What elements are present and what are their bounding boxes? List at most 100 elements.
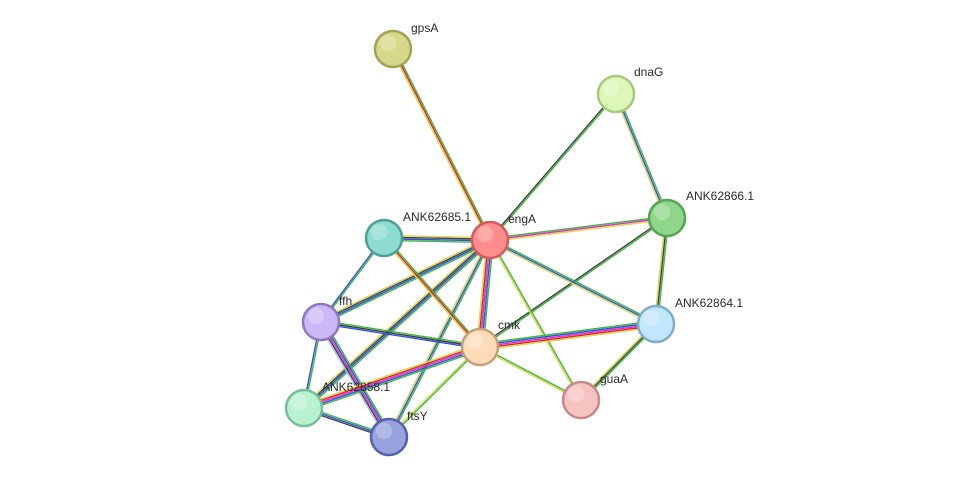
edge-line	[488, 93, 616, 240]
edge-line	[320, 321, 390, 438]
node-highlight	[476, 225, 494, 243]
edge-cmk-ANK62858.1	[302, 343, 482, 412]
edge-line	[616, 93, 670, 218]
edge-line	[480, 326, 657, 351]
edge-line	[321, 241, 492, 325]
edge-line	[488, 240, 656, 327]
edge-dnaG-ANK62866.1	[613, 93, 670, 219]
node-circle[interactable]	[636, 304, 676, 344]
node-highlight	[379, 34, 397, 52]
edge-line	[383, 237, 481, 348]
node-label: ANK62858.1	[322, 380, 390, 394]
node-highlight	[370, 223, 388, 241]
node-highlight	[307, 307, 325, 325]
edge-engA-ANK62866.1	[489, 215, 668, 243]
edge-line	[489, 217, 668, 241]
edge-engA-ffh	[319, 237, 492, 325]
node-circle[interactable]	[596, 74, 636, 114]
edge-line	[488, 240, 581, 401]
edge-line	[301, 237, 489, 407]
edge-line	[321, 240, 491, 324]
edge-line	[304, 349, 482, 412]
edge-engA-ANK62858.1	[301, 237, 493, 411]
node-highlight	[375, 422, 393, 440]
edge-line	[303, 346, 481, 409]
edge-line	[382, 238, 480, 349]
edge-line	[317, 323, 387, 439]
edge-line	[319, 237, 490, 321]
edge-line	[392, 48, 491, 241]
node-ANK62685.1[interactable]: ANK62685.1	[364, 210, 471, 258]
node-highlight	[642, 309, 660, 327]
node-highlight	[567, 385, 585, 403]
node-label: ftsY	[407, 409, 428, 423]
edge-line	[321, 319, 481, 347]
edge-dnaG-engA	[488, 93, 618, 241]
edge-line	[323, 320, 393, 436]
edge-line	[302, 343, 480, 406]
edge-engA-ANK62864.1	[488, 237, 658, 327]
node-label: ffh	[339, 294, 352, 308]
node-highlight	[602, 79, 620, 97]
edge-line	[490, 237, 658, 324]
edge-line	[480, 324, 657, 350]
node-label: ANK62866.1	[686, 189, 754, 203]
edge-line	[479, 321, 656, 347]
edge-line	[490, 218, 668, 243]
edge-line	[387, 345, 480, 437]
edge-line	[479, 323, 657, 348]
edge-line	[479, 320, 656, 345]
node-circle[interactable]	[647, 198, 687, 238]
edge-line	[390, 49, 490, 242]
node-circle[interactable]	[470, 220, 510, 260]
node-circle[interactable]	[301, 302, 341, 342]
node-ffh[interactable]: ffh	[301, 294, 352, 342]
node-label: dnaG	[634, 65, 663, 79]
edge-layer	[301, 47, 670, 440]
edge-cmk-ANK62864.1	[479, 320, 657, 351]
edge-line	[489, 239, 657, 325]
node-highlight	[290, 393, 308, 411]
edge-line	[384, 236, 482, 347]
node-layer: gpsAdnaGANK62866.1engAANK62685.1ffhcmkAN…	[284, 21, 754, 457]
node-highlight	[466, 332, 484, 350]
node-label: cmk	[498, 318, 521, 332]
node-label: guaA	[600, 372, 628, 386]
node-engA[interactable]: engA	[470, 212, 536, 260]
edge-ffh-ftsY	[317, 320, 393, 439]
edge-line	[613, 94, 667, 219]
edge-line	[490, 94, 618, 241]
node-label: ANK62685.1	[403, 210, 471, 224]
node-dnaG[interactable]: dnaG	[596, 65, 663, 114]
node-ANK62864.1[interactable]: ANK62864.1	[636, 296, 743, 344]
edge-line	[389, 347, 482, 439]
edge-line	[302, 238, 490, 408]
node-ftsY[interactable]: ftsY	[369, 409, 428, 457]
node-circle[interactable]	[284, 388, 324, 428]
edge-line	[304, 347, 481, 411]
node-circle[interactable]	[373, 29, 413, 69]
edge-line	[489, 215, 667, 240]
edge-line	[393, 47, 493, 240]
node-gpsA[interactable]: gpsA	[373, 21, 438, 69]
node-label: engA	[508, 212, 536, 226]
edge-cmk-ftsY	[387, 345, 482, 439]
node-circle[interactable]	[561, 380, 601, 420]
edge-line	[320, 321, 481, 348]
node-highlight	[653, 203, 671, 221]
edge-line	[303, 344, 480, 408]
node-circle[interactable]	[369, 417, 409, 457]
edge-line	[386, 238, 490, 437]
node-circle[interactable]	[364, 218, 404, 258]
node-ANK62866.1[interactable]: ANK62866.1	[647, 189, 754, 238]
edge-gpsA-engA	[390, 47, 493, 242]
edge-line	[304, 240, 492, 410]
node-ANK62858.1[interactable]: ANK62858.1	[284, 380, 390, 428]
edge-line	[320, 322, 480, 350]
edge-ffh-cmk	[320, 319, 481, 350]
node-guaA[interactable]: guaA	[561, 372, 628, 420]
edge-line	[320, 238, 490, 322]
node-circle[interactable]	[460, 327, 500, 367]
node-cmk[interactable]: cmk	[460, 318, 521, 367]
